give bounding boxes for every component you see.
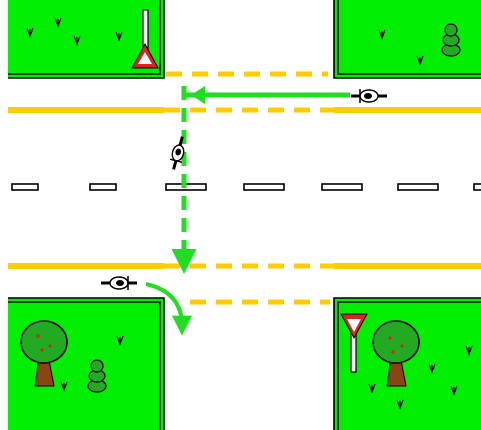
grass-bottom-left [8,297,165,430]
path-left-turn-arrowhead [191,86,205,104]
tree-bottom-right [372,320,420,387]
motorcycle-southwest [101,276,137,290]
path-left-turn [171,86,350,275]
tree-bottom-left [20,320,68,387]
bush-top-right [441,23,461,57]
grass-tufts [26,17,473,410]
motorcycle-center [169,136,185,170]
yellow-edge-lines [8,107,481,269]
center-lane-dashes [11,183,481,191]
path-right-turn [145,282,192,336]
bush-bottom-left [87,359,107,393]
sign-bottom-right [340,313,368,373]
sign-top-left [131,9,159,69]
grass-top-left [8,0,165,79]
motorcycle-east [351,89,387,103]
